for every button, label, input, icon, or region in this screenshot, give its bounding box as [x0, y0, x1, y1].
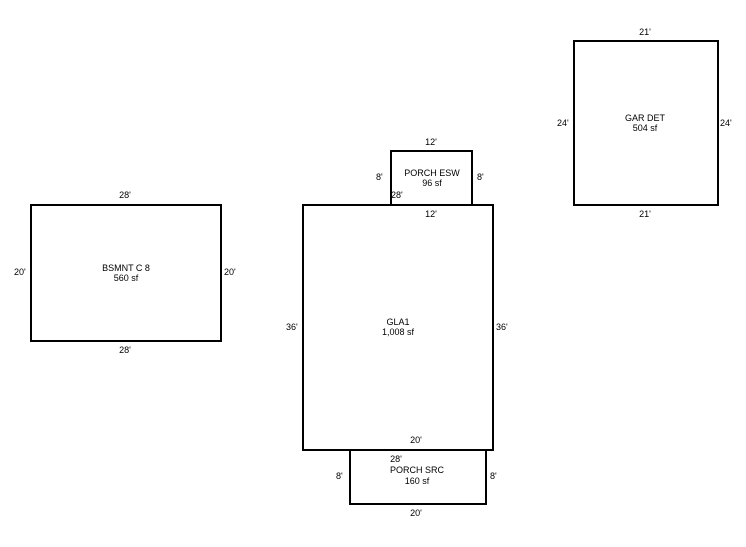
room-gar-det-dim-right: 24': [720, 118, 732, 128]
room-gar-det-dim-bottom: 21': [639, 209, 651, 219]
room-gla-dim-left: 36': [286, 322, 298, 332]
room-gla-dim-right: 36': [496, 322, 508, 332]
room-porch-src-dim-bottom: 20': [410, 508, 422, 518]
room-porch-esw-dim-top: 12': [425, 137, 437, 147]
room-porch-src: [349, 449, 487, 505]
room-porch-src-dim-left: 8': [336, 471, 343, 481]
room-bsmnt-dim-top: 28': [119, 190, 131, 200]
room-gar-det-name: GAR DET: [624, 113, 665, 123]
room-bsmnt-name: BSMNT C 8: [102, 263, 150, 273]
room-gla-dim-bottom: 20': [410, 435, 422, 445]
room-porch-src-dim-top: 28': [390, 454, 402, 464]
room-porch-src-dim-right: 8': [490, 471, 497, 481]
room-gla-dim-top: 12': [425, 209, 437, 219]
room-porch-esw-dim-right: 8': [477, 172, 484, 182]
room-bsmnt-dim-right: 20': [224, 267, 236, 277]
room-gla-dim-top-left: 28': [391, 190, 403, 200]
room-porch-esw-area: 96 sf: [422, 178, 442, 188]
room-gar-det-dim-left: 24': [557, 118, 569, 128]
room-gar-det-area: 504 sf: [632, 123, 658, 133]
room-bsmnt-dim-bottom: 28': [119, 345, 131, 355]
room-gar-det: [573, 40, 719, 206]
room-gla-area: 1,008 sf: [381, 327, 415, 337]
room-bsmnt-dim-left: 20': [14, 267, 26, 277]
room-bsmnt-area: 560 sf: [113, 273, 139, 283]
room-porch-esw-dim-left: 8': [376, 172, 383, 182]
room-porch-src-name: PORCH SRC: [389, 465, 444, 475]
room-porch-src-area: 160 sf: [404, 476, 430, 486]
room-bsmnt: [30, 204, 222, 342]
room-gar-det-dim-top: 21': [639, 27, 651, 37]
room-gla-name: GLA1: [386, 317, 410, 327]
room-porch-esw-name: PORCH ESW: [404, 168, 460, 178]
